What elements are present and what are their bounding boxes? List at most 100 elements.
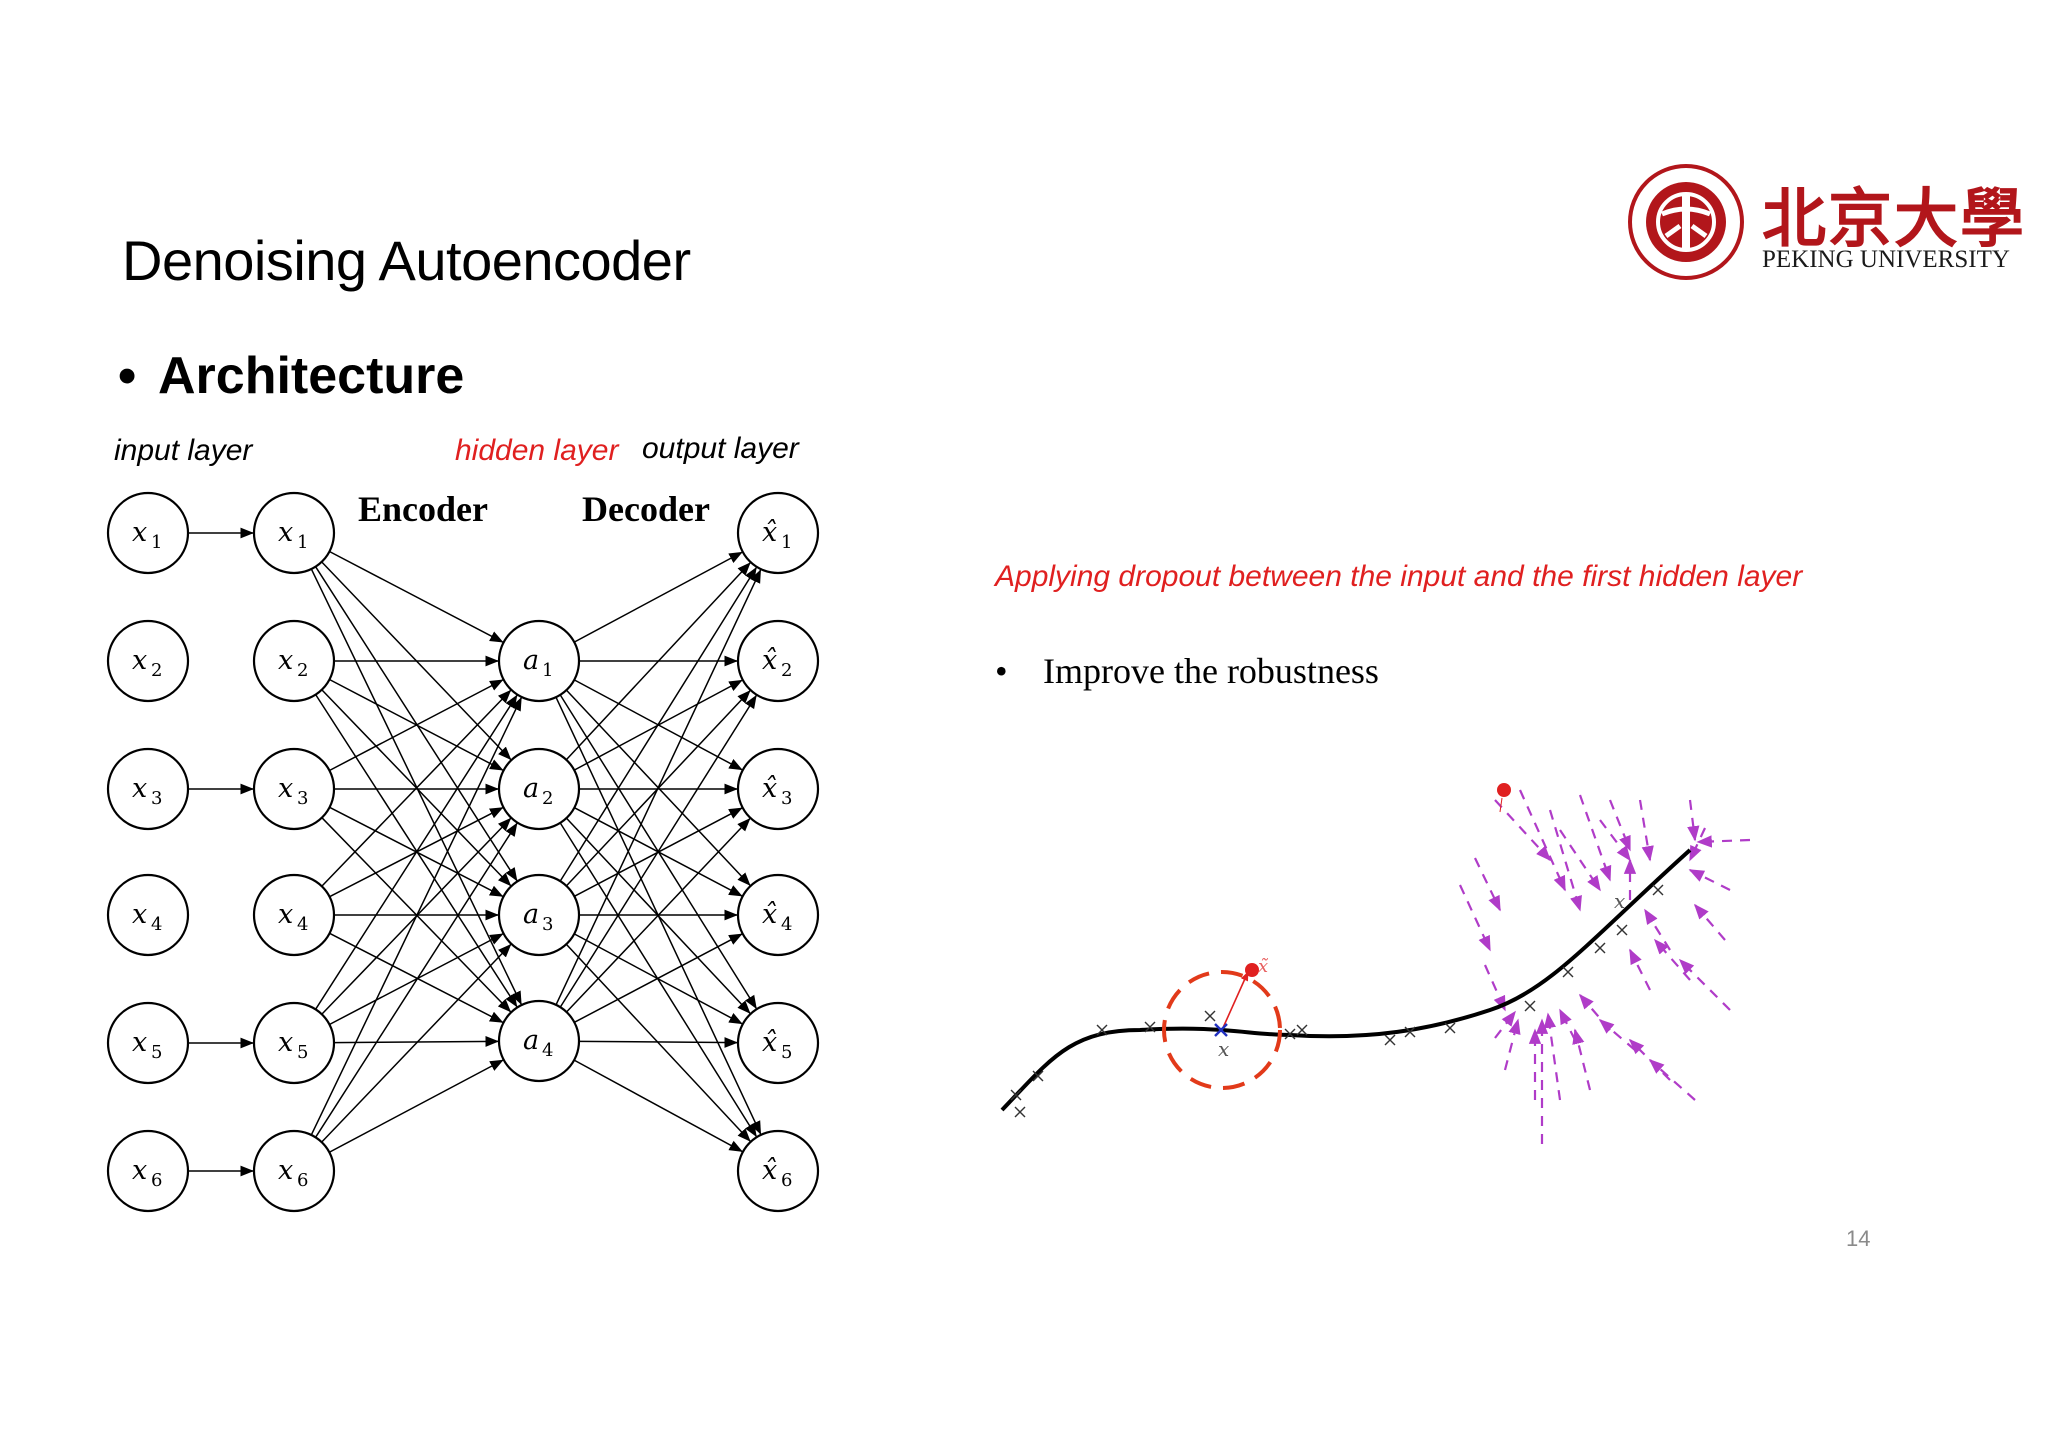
denoising-vector-arrow <box>1599 819 1631 862</box>
sample-cross-mark <box>1444 1022 1456 1034</box>
decoder-edge <box>565 943 752 1143</box>
denoising-vector-arrow <box>1572 1028 1592 1091</box>
node-symbol: x̂ <box>762 899 777 930</box>
node-symbol: x <box>278 645 293 676</box>
node-symbol: a <box>523 773 539 804</box>
logo-english-name: PEKING UNIVERSITY <box>1762 246 2010 273</box>
decoder-edge <box>573 1059 744 1153</box>
node-symbol: x <box>278 1027 293 1058</box>
node-circle <box>736 619 820 703</box>
sample-cross-mark <box>1014 1106 1026 1118</box>
denoising-vector-arrow <box>1548 809 1582 912</box>
encoder-edge <box>329 932 504 1024</box>
node-index: 6 <box>151 1170 162 1191</box>
node-index: 4 <box>781 914 792 935</box>
denoising-vector-arrow <box>1608 799 1632 852</box>
hidden-layer-label: hidden layer <box>455 434 619 467</box>
output-layer-label: output layer <box>642 432 799 465</box>
manifold-figure: x̃ x x <box>1000 783 1751 1144</box>
corruption-neighborhood <box>1162 970 1282 1090</box>
bullet-robustness: • Improve the robustness <box>995 650 1379 692</box>
decoder-label: Decoder <box>582 489 710 529</box>
node-symbol: x <box>278 1155 293 1186</box>
node-symbol: x <box>132 1027 147 1058</box>
bullet-robustness-text: Improve the robustness <box>1043 651 1379 691</box>
clean-point-marker <box>1214 1023 1228 1037</box>
node-index: 2 <box>151 660 162 681</box>
denoising-vector-arrow <box>1696 835 1751 848</box>
clean-point-label: x <box>1218 1037 1229 1061</box>
node-index: 4 <box>542 1040 553 1061</box>
node-symbol: x̂ <box>762 773 777 804</box>
denoising-vector-arrow <box>1494 799 1552 862</box>
node-symbol: a <box>523 899 539 930</box>
node-circle <box>497 999 581 1083</box>
corrupted-point <box>1245 963 1259 977</box>
sample-cross-mark <box>1594 942 1606 954</box>
node-index: 3 <box>297 788 308 809</box>
sample-cross-mark <box>1562 966 1574 978</box>
node-index: 1 <box>542 660 553 681</box>
input-layer-label: input layer <box>114 434 253 467</box>
encoder-edge <box>329 550 504 644</box>
denoising-vector-arrow <box>1559 1008 1576 1041</box>
denoising-vector-arrow <box>1559 829 1601 892</box>
node-index: 2 <box>542 788 553 809</box>
node-circle <box>106 491 190 575</box>
denoising-vector-arrow <box>1653 938 1691 981</box>
sample-cross-mark <box>1404 1026 1416 1038</box>
encoder-edge <box>314 566 519 882</box>
training-samples <box>1010 884 1664 1118</box>
decoder-edge <box>578 1037 739 1048</box>
node-index: 1 <box>151 532 162 553</box>
node-index: 1 <box>297 532 308 553</box>
bullet-dot: • <box>118 347 137 405</box>
node-symbol: x <box>132 517 147 548</box>
node-index: 3 <box>542 914 553 935</box>
sample-cross-mark <box>1010 1089 1022 1101</box>
node-index: 2 <box>781 660 792 681</box>
encoder-edge <box>314 822 519 1138</box>
sample-cross-mark <box>1284 1028 1296 1040</box>
node-circle <box>106 873 190 957</box>
denoising-vector-arrow <box>1483 964 1507 1012</box>
bullet-architecture-text: Architecture <box>158 347 465 405</box>
page-number: 14 <box>1846 1226 1871 1251</box>
corruption-arrow <box>1221 971 1249 1031</box>
denoising-vector-arrow <box>1494 1010 1516 1039</box>
node-index: 3 <box>151 788 162 809</box>
encoder-edge <box>314 694 519 1010</box>
node-circle <box>252 747 336 831</box>
decoder-edge <box>559 566 758 882</box>
node-index: 5 <box>297 1042 308 1063</box>
encoder-edge <box>328 1059 505 1153</box>
node-circle <box>736 1001 820 1085</box>
denoising-vector-field <box>1459 789 1751 1144</box>
dropout-note: Applying dropout between the input and t… <box>995 560 1803 593</box>
sample-cross-mark <box>1524 1000 1536 1012</box>
sample-cross-mark <box>1384 1034 1396 1046</box>
node-symbol: x̂ <box>762 1027 777 1058</box>
denoising-vector-arrow <box>1503 1018 1521 1071</box>
node-circle <box>736 873 820 957</box>
bullet-dot: • <box>995 651 1008 691</box>
denoising-vector-arrow <box>1543 1012 1562 1101</box>
peking-university-logo <box>1628 164 1744 280</box>
encoder-edge <box>321 689 512 887</box>
node-symbol: a <box>523 1025 539 1056</box>
denoising-vector-arrow <box>1638 799 1654 862</box>
node-circle <box>736 1129 820 1213</box>
node-symbol: x <box>132 773 147 804</box>
denoising-vector-arrow <box>1687 799 1700 842</box>
decoder-edge <box>565 561 752 761</box>
